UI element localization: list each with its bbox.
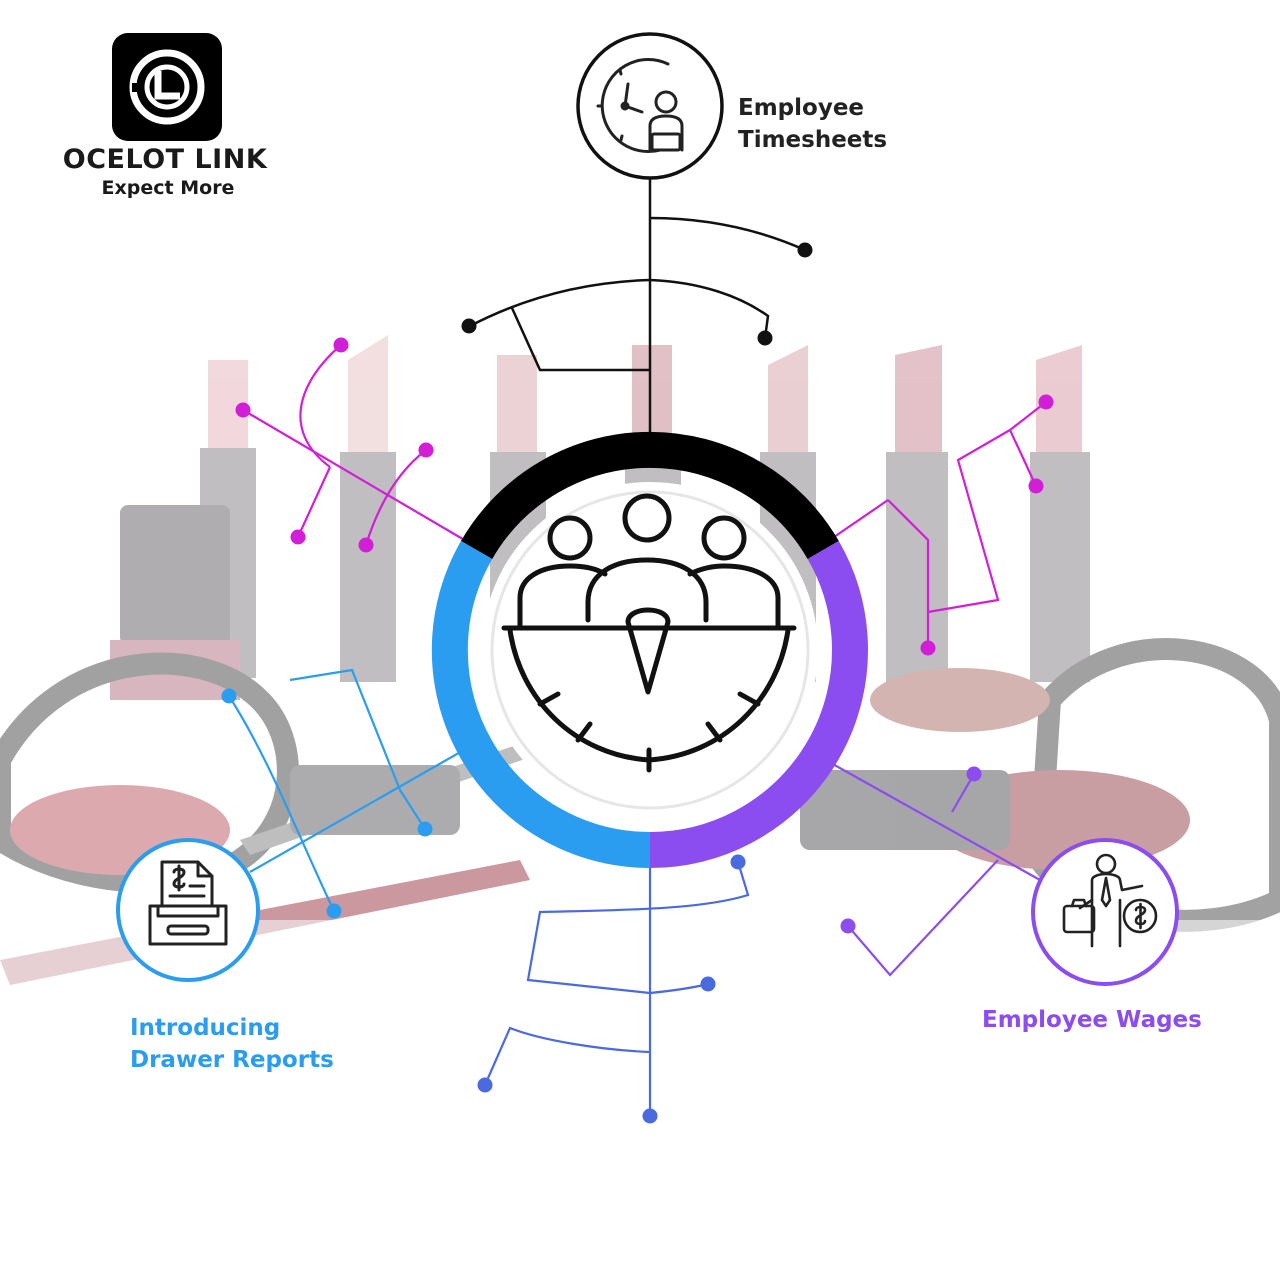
ocelot-link-logo-icon <box>129 49 205 125</box>
connector-dot <box>730 854 746 870</box>
drawer-label: Introducing Drawer Reports <box>130 1012 334 1076</box>
connector-dot <box>1028 478 1044 494</box>
lipstick <box>886 345 948 682</box>
connector-dot <box>966 766 982 782</box>
connector-dot <box>358 537 374 553</box>
timesheets-label-line1: Employee <box>738 95 865 121</box>
drawer-label-line1: Introducing <box>130 1015 281 1041</box>
businessman-money-icon <box>1062 853 1158 948</box>
connector-dot <box>418 442 434 458</box>
brand-name: OCELOT LINK <box>62 144 268 175</box>
connector-dot <box>1038 394 1054 410</box>
connector-dot <box>290 529 306 545</box>
timesheets-node[interactable] <box>576 32 724 180</box>
drawer-label-line2: Drawer Reports <box>130 1047 334 1073</box>
wages-label-line1: Employee Wages <box>982 1007 1202 1033</box>
connector-dot <box>221 688 237 704</box>
connector-dot <box>417 821 433 837</box>
connector-dot <box>797 242 813 258</box>
magenta-connector-right <box>817 401 1047 648</box>
drawer-connector <box>228 668 479 912</box>
team-meeting-table-icon <box>501 493 797 773</box>
brand-tagline: Expect More <box>101 177 235 199</box>
bottom-connector <box>483 840 750 1116</box>
connector-dot <box>840 918 856 934</box>
magenta-connector-left <box>242 344 479 549</box>
wages-node[interactable] <box>1031 838 1179 986</box>
timesheets-label-line2: Timesheets <box>738 127 888 153</box>
cash-drawer-receipt-icon <box>148 860 228 946</box>
clock-employee-icon <box>596 58 684 154</box>
timesheets-connector <box>469 178 806 440</box>
connector-dot <box>920 640 936 656</box>
wages-connector <box>821 757 1041 977</box>
wages-label: Employee Wages <box>982 1004 1202 1036</box>
lipstick <box>340 335 396 682</box>
connector-dot <box>757 330 773 346</box>
drawer-node[interactable] <box>116 838 260 982</box>
connector-dot <box>700 976 716 992</box>
connector-dot <box>642 1108 658 1124</box>
lipstick <box>1030 345 1090 682</box>
connector-dot <box>333 337 349 353</box>
connector-dot <box>461 318 477 334</box>
brand-logo <box>112 33 222 141</box>
connector-dot <box>477 1077 493 1093</box>
timesheets-label: Employee Timesheets <box>738 92 887 156</box>
connector-dot <box>326 903 342 919</box>
hub-ring <box>431 431 868 868</box>
connector-dot <box>235 402 251 418</box>
